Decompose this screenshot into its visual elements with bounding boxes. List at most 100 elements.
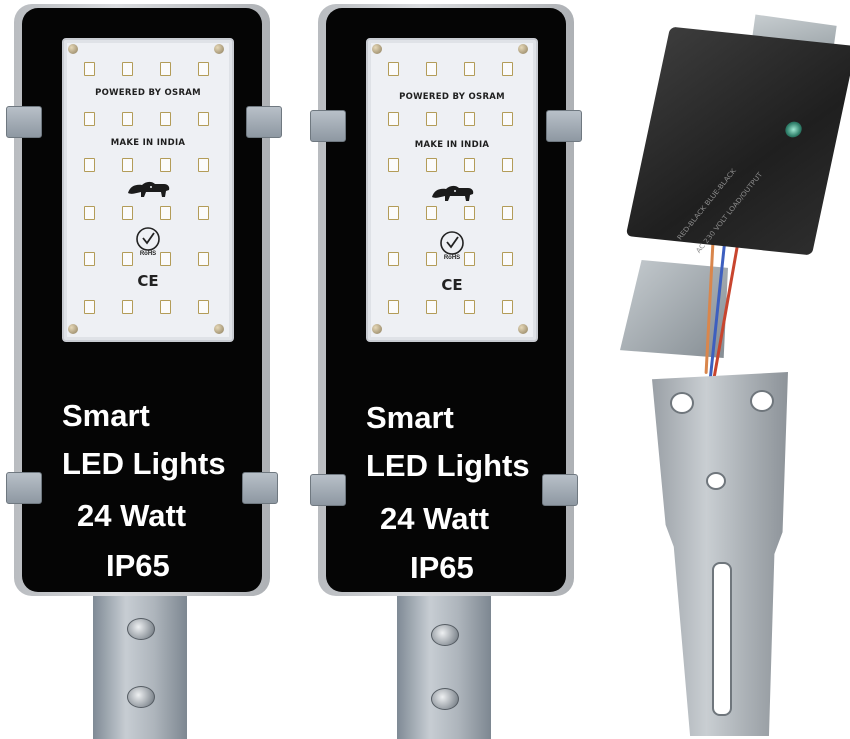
screw <box>214 44 224 54</box>
pole-mount <box>93 596 187 739</box>
led-chip <box>84 158 95 172</box>
controller-box: RED-BLACK BLUE-BLACK AC 230 VOLT LOAD/OU… <box>625 26 850 256</box>
led-chip <box>198 112 209 126</box>
led-chip <box>502 300 513 314</box>
side-clip <box>310 110 346 142</box>
led-chip <box>388 206 399 220</box>
led-chip <box>464 300 475 314</box>
ce-mark-icon: CE <box>137 272 159 290</box>
side-clip <box>310 474 346 506</box>
bracket-hole <box>706 472 726 490</box>
led-chip <box>388 158 399 172</box>
led-chip <box>84 112 95 126</box>
led-chip <box>388 252 399 266</box>
rohs-check-icon: RoHS <box>64 226 232 257</box>
ce-mark-icon: CE <box>441 276 463 294</box>
led-panel: POWERED BY OSRAM MAKE IN INDIA RoHS CE <box>366 38 538 342</box>
led-chip <box>84 206 95 220</box>
street-light-2: POWERED BY OSRAM MAKE IN INDIA RoHS CE S… <box>310 0 590 739</box>
panel-brand-text: POWERED BY OSRAM <box>95 88 201 98</box>
led-chip <box>388 300 399 314</box>
led-chip <box>198 206 209 220</box>
led-chip <box>464 112 475 126</box>
caption-line-4: IP65 <box>410 550 474 585</box>
side-clip <box>542 474 578 506</box>
led-chip <box>502 62 513 76</box>
smart-controller: RED-BLACK BLUE-BLACK AC 230 VOLT LOAD/OU… <box>612 14 850 386</box>
led-chip <box>388 112 399 126</box>
led-chip <box>84 300 95 314</box>
led-chip <box>426 206 437 220</box>
rohs-label: RoHS <box>139 251 157 257</box>
bracket-hole <box>670 392 694 414</box>
screw <box>68 324 78 334</box>
led-chip <box>198 300 209 314</box>
led-chip <box>122 252 133 266</box>
led-chip <box>122 112 133 126</box>
mount-bolt <box>127 618 155 640</box>
side-clip <box>6 106 42 138</box>
screw <box>372 324 382 334</box>
led-chip <box>464 252 475 266</box>
led-chip <box>388 62 399 76</box>
led-chip <box>426 300 437 314</box>
panel-brand-text: POWERED BY OSRAM <box>399 92 505 102</box>
led-chip <box>198 62 209 76</box>
mount-bolt <box>127 686 155 708</box>
led-chip <box>426 252 437 266</box>
caption-line-2: LED Lights <box>62 446 226 481</box>
led-chip <box>160 158 171 172</box>
led-chip <box>198 158 209 172</box>
mounting-bracket <box>652 372 788 736</box>
caption-line-1: Smart <box>366 400 454 435</box>
caption-line-3: 24 Watt <box>77 498 187 533</box>
led-chip <box>160 112 171 126</box>
caption-line-3: 24 Watt <box>380 501 490 536</box>
led-chip <box>464 158 475 172</box>
lion-emblem-icon <box>368 182 536 209</box>
led-chip <box>426 158 437 172</box>
screw <box>214 324 224 334</box>
panel-origin-text: MAKE IN INDIA <box>110 138 186 148</box>
led-chip <box>122 158 133 172</box>
rohs-check-icon: RoHS <box>368 230 536 261</box>
led-chip <box>426 112 437 126</box>
panel-origin-text: MAKE IN INDIA <box>414 140 490 150</box>
rohs-label: RoHS <box>443 255 461 261</box>
led-chip <box>464 62 475 76</box>
led-chip <box>122 206 133 220</box>
mount-bolt <box>431 688 459 710</box>
lion-emblem-icon <box>64 178 232 205</box>
led-chip <box>122 300 133 314</box>
bracket-slot <box>712 562 732 716</box>
caption-line-2: LED Lights <box>366 448 530 483</box>
side-clip <box>546 110 582 142</box>
caption-line-1: Smart <box>62 398 150 433</box>
led-chip <box>426 62 437 76</box>
screw <box>68 44 78 54</box>
street-light-1: POWERED BY OSRAM MAKE IN INDIA RoHS CE S… <box>6 0 286 739</box>
led-chip <box>84 62 95 76</box>
led-chip <box>122 62 133 76</box>
side-clip <box>242 472 278 504</box>
controller-label-2: AC 230 VOLT LOAD/OUTPUT <box>694 171 765 255</box>
pole-mount <box>397 596 491 739</box>
mount-bolt <box>431 624 459 646</box>
led-panel: POWERED BY OSRAM MAKE IN INDIA RoHS CE <box>62 38 234 342</box>
led-chip <box>502 112 513 126</box>
screw <box>372 44 382 54</box>
status-led-icon <box>783 120 804 139</box>
led-chip <box>160 62 171 76</box>
led-chip <box>160 300 171 314</box>
led-chip <box>160 252 171 266</box>
led-chip <box>502 252 513 266</box>
led-chip <box>198 252 209 266</box>
side-clip <box>246 106 282 138</box>
led-chip <box>502 158 513 172</box>
screw <box>518 44 528 54</box>
led-chip <box>84 252 95 266</box>
led-chip <box>464 206 475 220</box>
caption-line-4: IP65 <box>106 548 170 583</box>
side-clip <box>6 472 42 504</box>
